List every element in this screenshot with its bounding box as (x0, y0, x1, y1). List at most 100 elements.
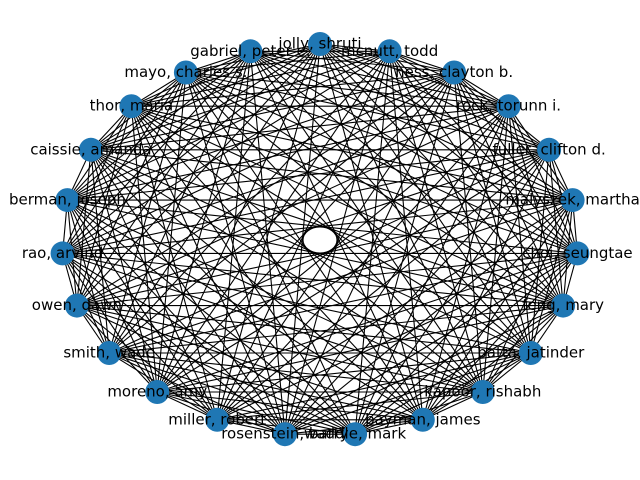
node-batta[interactable] (518, 341, 543, 365)
edge-malyszek-mayo (185, 71, 573, 201)
edge-miller-owen (76, 305, 218, 421)
node-hess[interactable] (442, 60, 467, 85)
node-choi[interactable] (565, 241, 590, 266)
node-label-caissie: caissie, amanda (30, 140, 151, 158)
node-mcnutt[interactable] (377, 39, 402, 64)
edge-smith-gabriel (108, 51, 251, 354)
node-rosenstein[interactable] (272, 422, 297, 447)
edge-rosenstein-mayo (185, 72, 286, 435)
edge-batta-gabriel (249, 50, 532, 354)
edge-miller-caissie (90, 149, 218, 421)
edge-moreno-thor (130, 106, 158, 393)
edge-choi-gabriel (250, 50, 578, 254)
node-label-feng: feng, mary (522, 296, 604, 314)
edge-mcnutt-mayo (185, 50, 390, 74)
node-malyszek[interactable] (560, 188, 585, 213)
node-miller[interactable] (205, 407, 230, 432)
edge-jolly-smith (108, 43, 321, 354)
edge-jolly-rock (319, 43, 509, 107)
edge-rock-batta (508, 106, 532, 354)
edge-choi-mayo (185, 72, 578, 254)
edge-mcnutt-fuller (389, 50, 550, 151)
node-mayo[interactable] (173, 60, 198, 85)
node-label-mcnutt: mcnutt, todd (341, 42, 438, 60)
edge-feng-bayman (422, 305, 564, 421)
edge-miller-gabriel (216, 51, 251, 420)
node-smith[interactable] (97, 341, 122, 365)
edge-berman-mayo (66, 72, 187, 201)
edge-caissie-gabriel (90, 50, 251, 151)
edge-malyszek-bayman (422, 199, 574, 421)
node-label-kapoor: kapoor, rishabh (424, 383, 541, 401)
edge-owen-mayo (76, 72, 187, 306)
edge-mcnutt-choi (389, 50, 578, 254)
edge-malyszek-batta (530, 199, 574, 354)
edge-moreno-caissie (90, 149, 158, 393)
node-kapoor[interactable] (470, 380, 495, 404)
edge-jolly-choi (319, 43, 578, 254)
edge-hess-caissie (90, 71, 455, 151)
edge-rock-gabriel (250, 50, 509, 107)
edge-rosenstein-rao (62, 252, 286, 435)
edge-hess-feng (453, 72, 564, 306)
edge-batta-owen (76, 305, 531, 354)
edge-hess-rao (62, 72, 455, 254)
node-feng[interactable] (551, 293, 576, 318)
node-waddle[interactable] (343, 422, 368, 447)
edge-malyszek-gabriel (250, 50, 573, 201)
edge-waddle-rao (62, 252, 356, 435)
edge-malyszek-thor (131, 105, 573, 201)
edge-batta-miller (217, 352, 531, 421)
edge-miller-berman (66, 199, 218, 421)
node-label-bayman: bayman, james (365, 410, 481, 428)
edge-smith-caissie (90, 149, 110, 354)
edge-mcnutt-caissie (90, 50, 390, 151)
edge-rosenstein-berman (66, 199, 286, 435)
edge-malyszek-caissie (90, 149, 573, 201)
node-berman[interactable] (55, 188, 80, 213)
node-jolly[interactable] (308, 32, 332, 56)
node-label-fuller: fuller, clifton d. (492, 140, 605, 158)
node-thor[interactable] (119, 94, 144, 119)
edge-kapoor-rao (62, 252, 483, 393)
edge-waddle-mayo (185, 72, 356, 435)
edge-smith-mayo (108, 72, 187, 354)
node-label-batta: batta, jatinder (477, 344, 585, 362)
edge-rock-mayo (185, 71, 509, 107)
edge-waddle-caissie (90, 149, 356, 435)
edge-kapoor-gabriel (249, 50, 484, 393)
node-moreno[interactable] (145, 380, 170, 404)
self-loop (302, 226, 338, 254)
edge-choi-waddle (354, 252, 578, 435)
edge-fuller-rosenstein (284, 149, 550, 435)
edge-fuller-mayo (185, 71, 550, 151)
node-fuller[interactable] (537, 137, 562, 162)
edge-rosenstein-caissie (90, 149, 286, 435)
edge-owen-gabriel (76, 50, 251, 306)
edge-berman-gabriel (67, 50, 251, 201)
edge-mcnutt-rosenstein (284, 51, 391, 435)
node-owen[interactable] (64, 293, 89, 318)
edge-owen-caissie (76, 149, 92, 306)
node-rao[interactable] (50, 241, 75, 266)
edge-feng-smith (109, 305, 564, 354)
edge-bayman-owen (76, 305, 423, 421)
edge-jolly-rao (62, 43, 321, 254)
node-caissie[interactable] (78, 137, 103, 162)
node-bayman[interactable] (410, 407, 435, 432)
edge-malyszek-miller (216, 199, 573, 421)
edge-jolly-thor (131, 43, 321, 107)
edge-feng-gabriel (250, 50, 564, 307)
edge-jolly-berman (67, 43, 321, 201)
edge-rock-berman (67, 105, 509, 201)
edge-batta-mayo (185, 72, 532, 354)
edge-bayman-smith (109, 352, 423, 421)
node-rock[interactable] (496, 94, 521, 119)
edge-moreno-rao (62, 253, 158, 393)
node-gabriel[interactable] (238, 39, 263, 64)
node-label-malyszek: malyszek, martha (505, 191, 640, 209)
edge-bayman-thor (130, 105, 424, 421)
edge-rock-waddle (354, 105, 510, 435)
node-label-rao: rao, arvind (22, 244, 104, 262)
